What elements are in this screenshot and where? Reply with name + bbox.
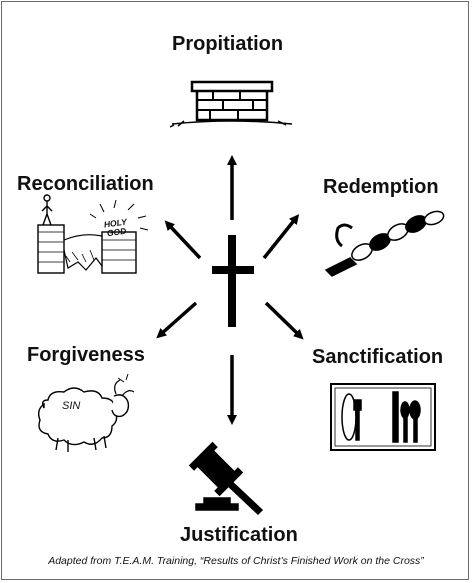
sheep-icon [37,373,135,452]
stone-altar-icon [169,80,293,128]
arrow-lower-right [264,301,304,340]
sheep-tag-text: SIN [62,400,81,412]
arrow-upper-right [262,214,300,260]
arrow-lower-left [156,301,198,339]
label-reconciliation: Reconciliation [17,173,154,195]
label-forgiveness: Forgiveness [27,344,145,366]
broken-chain-icon [324,210,445,277]
place-setting-icon [330,383,436,451]
label-redemption: Redemption [323,176,439,198]
label-justification: Justification [180,524,298,546]
label-sanctification: Sanctification [312,346,444,368]
arrow-upper-left [164,220,202,260]
label-propitiation: Propitiation [172,33,284,55]
man-on-cliff-icon [37,194,149,274]
gavel-icon [188,441,264,516]
caption: Adapted from T.E.A.M. Training, “Results… [48,555,424,567]
cross-icon [212,235,254,327]
